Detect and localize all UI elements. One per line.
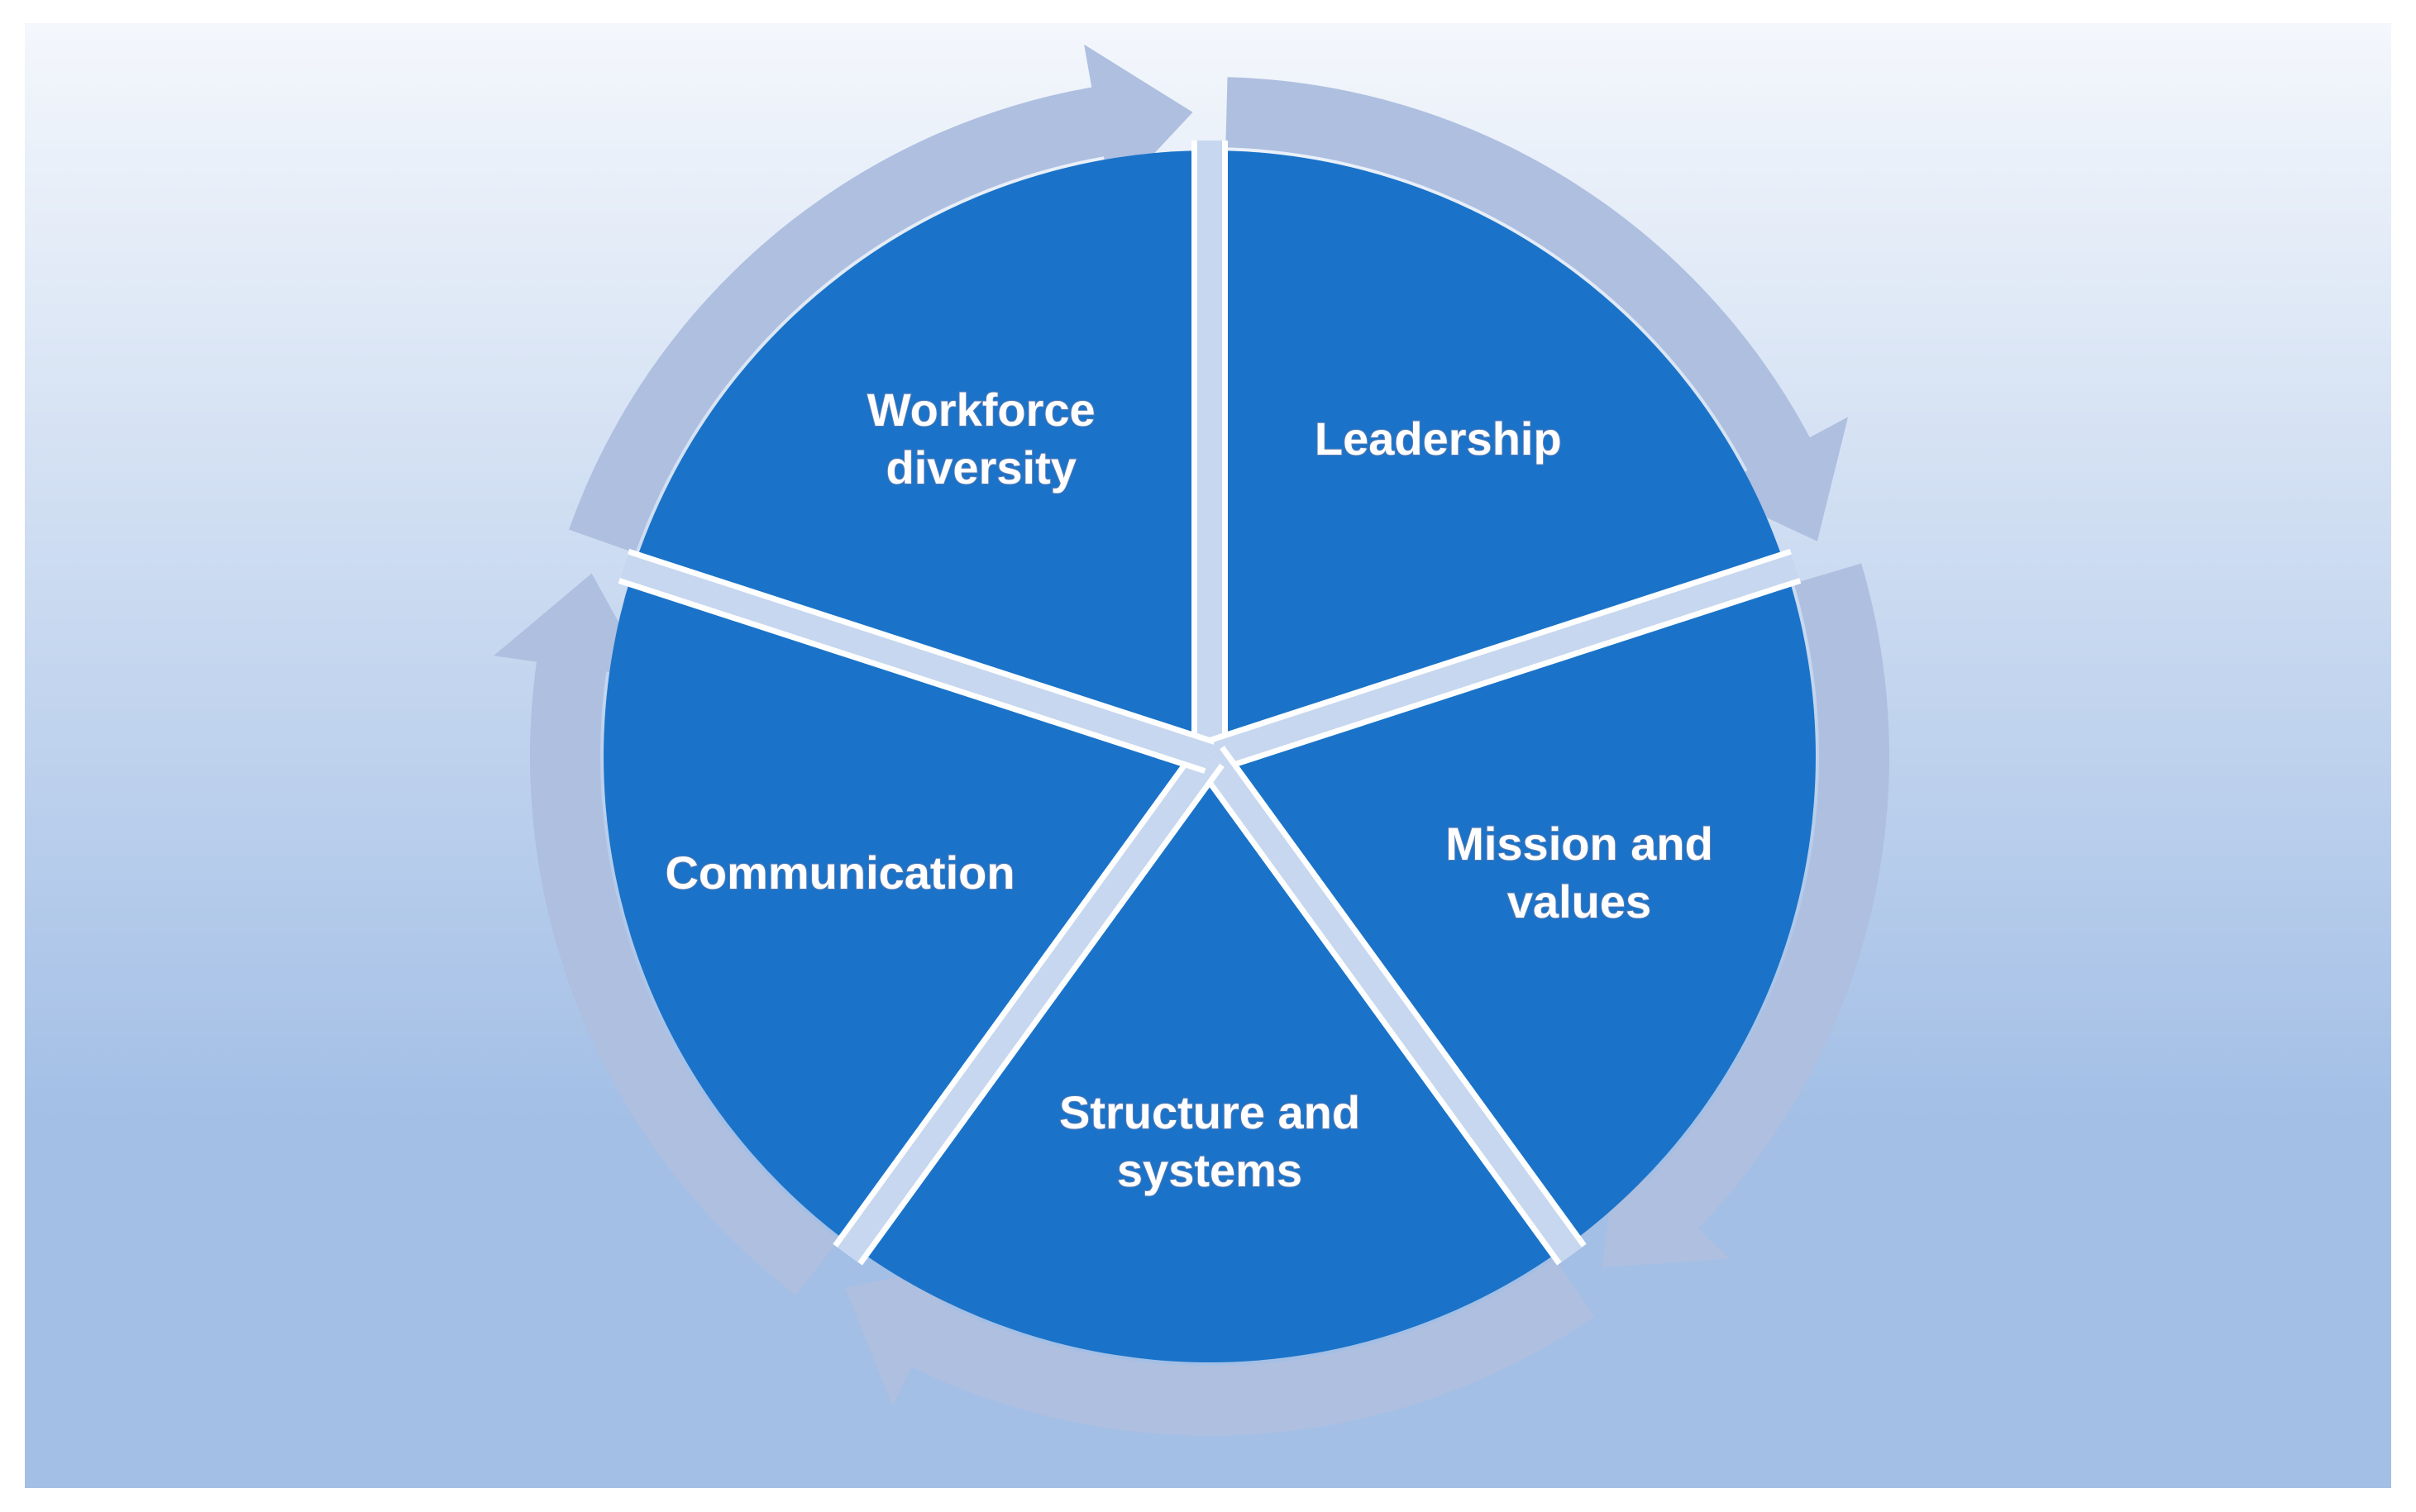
segment-structure	[853, 756, 1566, 1362]
divider-bar	[1199, 749, 1583, 1262]
ring-arrow-workforce	[569, 44, 1193, 554]
ring-arrow-leadership	[1225, 77, 1849, 541]
label-leadership: Leadership	[1315, 413, 1562, 465]
label-structure-line: systems	[1117, 1144, 1302, 1196]
cycle-ring-arrows	[494, 44, 1889, 1436]
label-structure-line: Structure and	[1059, 1086, 1360, 1138]
label-mission-line: Mission and	[1445, 818, 1713, 870]
label-structure: Structure and systems	[1059, 1086, 1360, 1196]
segment-dividers	[618, 141, 1802, 1266]
label-workforce-line: diversity	[886, 441, 1077, 494]
segment-communication	[604, 569, 1210, 1247]
label-leadership-line: Leadership	[1315, 413, 1562, 465]
label-communication-line: Communication	[665, 847, 1015, 899]
label-communication: Communication	[665, 847, 1015, 899]
divider-bar	[837, 749, 1220, 1262]
label-workforce-line: Workforce	[867, 384, 1096, 436]
ring-arrow-structure	[844, 1258, 1595, 1436]
segment-mission	[1210, 569, 1816, 1247]
label-mission-line: values	[1507, 875, 1651, 928]
ring-arrow-mission	[1602, 563, 1889, 1268]
divider-bar	[619, 554, 1214, 769]
divider-bar	[1206, 554, 1800, 769]
ring-arrow-communication	[494, 573, 839, 1296]
